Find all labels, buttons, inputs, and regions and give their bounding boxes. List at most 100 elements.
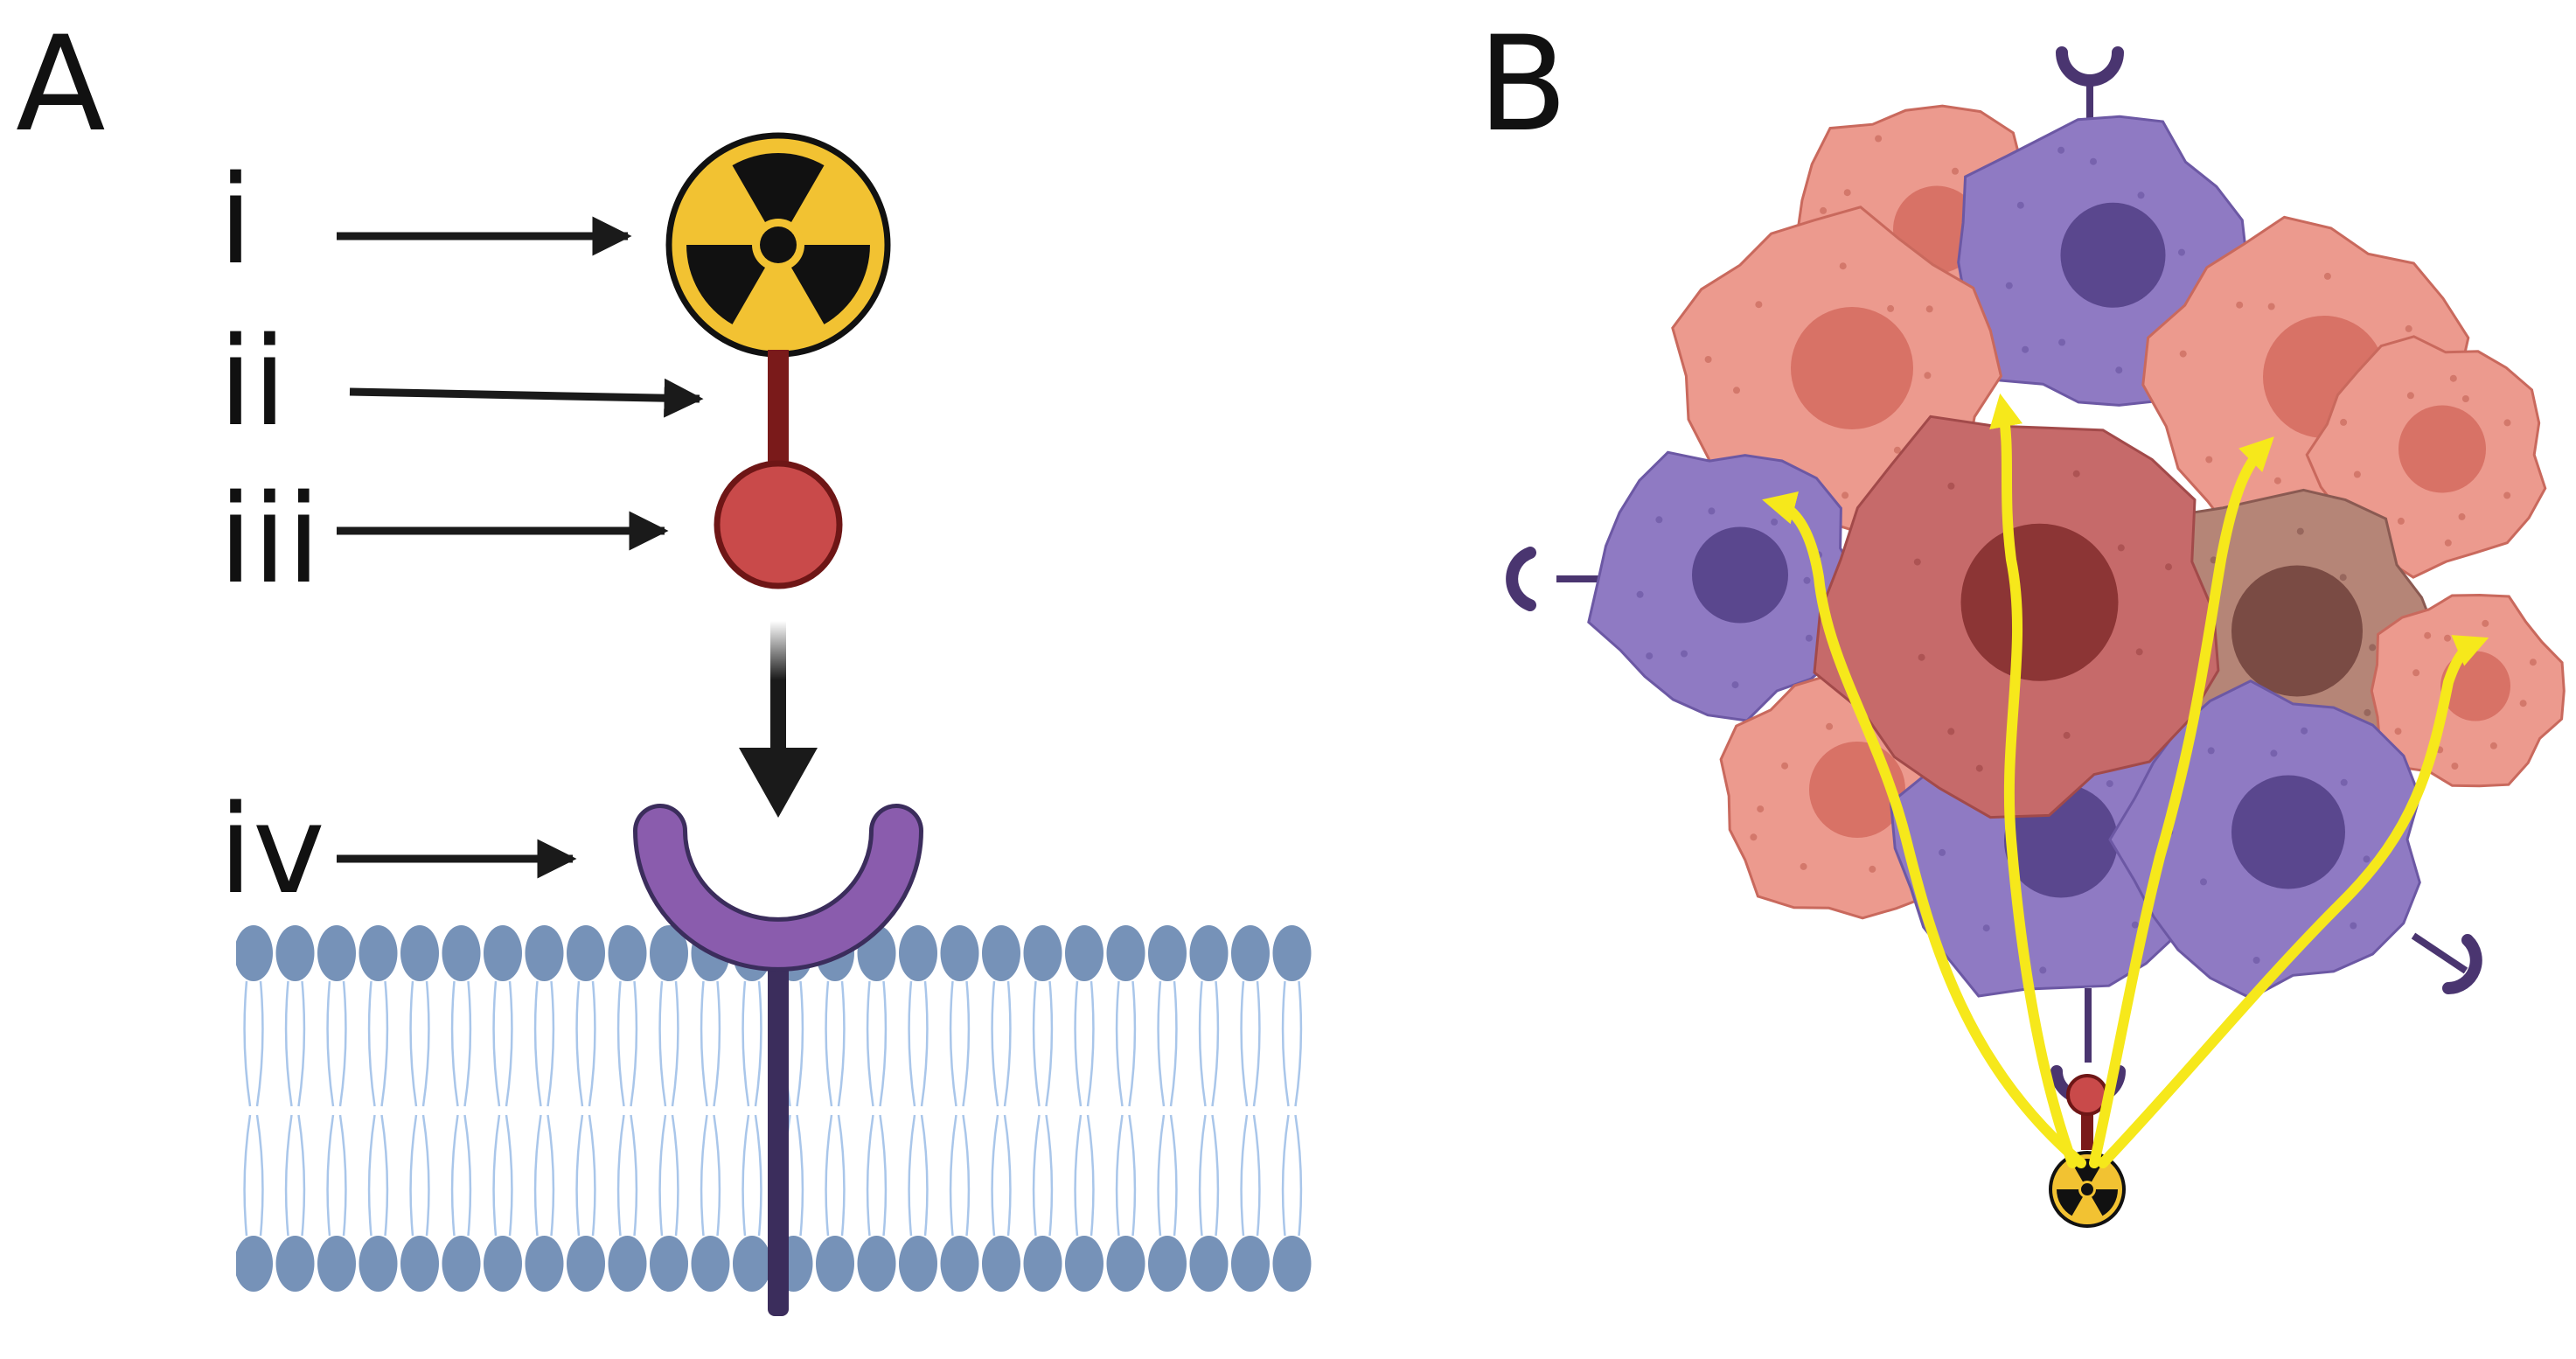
lipid-tail [825, 1114, 833, 1237]
lipid-head [608, 925, 647, 981]
lipid-tail [297, 1114, 306, 1237]
lipid-tail [1003, 980, 1012, 1107]
lipid-head [442, 1236, 481, 1292]
lipid-tail [754, 980, 762, 1107]
cell-speckle [1826, 722, 1834, 730]
lipid-head [359, 1236, 398, 1292]
cell-speckle [1708, 507, 1716, 515]
lipid-head [1023, 1236, 1062, 1292]
lipid-tail [1074, 980, 1083, 1107]
lipid-tail [1252, 1114, 1261, 1237]
cell-speckle [1839, 262, 1847, 270]
lipid-head [899, 1236, 937, 1292]
radiation-path-3 [2089, 436, 2274, 1168]
cell-speckle [2503, 491, 2511, 499]
cell-speckle [1681, 650, 1688, 658]
cell-speckle [2406, 392, 2414, 400]
lipid-tail [1211, 1114, 1220, 1237]
lipid-tail [1281, 980, 1290, 1107]
cell-speckle [1982, 924, 1990, 932]
cell-speckle [1913, 558, 1921, 566]
lipid-tail [1169, 980, 1178, 1107]
lipid-head [1148, 925, 1187, 981]
lipid-head [982, 1236, 1020, 1292]
lipid-tail [879, 1114, 888, 1237]
lipid-tail [243, 1114, 252, 1237]
lipid-head [1065, 925, 1104, 981]
lipid-tail [421, 980, 430, 1107]
lipid-tail [879, 980, 888, 1107]
lipid-head [1189, 1236, 1229, 1292]
lipid-tail [700, 980, 708, 1107]
lipid-tail [409, 980, 418, 1107]
lipid-tail [505, 1114, 513, 1237]
cell-speckle [2503, 419, 2511, 427]
cell-speckle [2412, 669, 2420, 677]
cell-speckle [1947, 482, 1955, 490]
cell-speckle [1841, 491, 1849, 499]
lipid-tail [1074, 1114, 1083, 1237]
lipid-head [400, 925, 439, 981]
lipid-tail [1198, 1114, 1207, 1237]
cell-speckle [1755, 301, 1763, 309]
lipid-tail [380, 980, 389, 1107]
cell-speckle [2301, 727, 2308, 735]
cell-speckle [1636, 590, 1644, 598]
lipid-tail [533, 980, 542, 1107]
cell-speckle [1704, 356, 1712, 363]
cell-speckle [2178, 248, 2185, 256]
lipid-head [1065, 1236, 1104, 1292]
radiation-paths [1762, 393, 2489, 1168]
lipid-tail [1198, 980, 1207, 1107]
cell-speckle [1655, 516, 1663, 524]
lipid-head [1231, 925, 1270, 981]
lipid-head [525, 1236, 564, 1292]
lipid-tail [1128, 1114, 1137, 1237]
cell-speckle [1733, 387, 1740, 394]
lipid-tail [866, 1114, 874, 1237]
lipid-tail [1211, 980, 1220, 1107]
lipid-head [899, 925, 937, 981]
lipid-head [733, 1236, 771, 1292]
cell-speckle [2273, 477, 2281, 484]
cell-speckle [2016, 201, 2024, 209]
lipid-tail [1157, 1114, 1166, 1237]
cell-speckle [2449, 374, 2457, 382]
lipid-tail [380, 1114, 389, 1237]
cell-speckle [2252, 957, 2260, 964]
cell-speckle [2451, 763, 2459, 770]
lipid-head [567, 1236, 605, 1292]
lipid-head [317, 1236, 356, 1292]
cell-speckle [2057, 146, 2065, 154]
panel-a: A i ii iii iv [16, 9, 1312, 1316]
lipid-head [982, 925, 1020, 981]
lipid-tail [754, 1114, 762, 1237]
lipid-tail [991, 1114, 999, 1237]
lipid-tail [533, 1114, 542, 1237]
lipid-tail [700, 1114, 708, 1237]
lipid-tail [367, 1114, 376, 1237]
lipid-head [484, 925, 522, 981]
lipid-tail [796, 980, 804, 1107]
lipid-tail [1003, 1114, 1012, 1237]
lipid-tail [1252, 980, 1261, 1107]
cell-speckle [2270, 749, 2278, 757]
lipid-tail [825, 980, 833, 1107]
cell-speckle [2339, 574, 2347, 582]
lipid-tail [450, 980, 459, 1107]
cell-speckle [1893, 446, 1901, 454]
lipid-head [940, 925, 979, 981]
cell-speckle [1750, 833, 1758, 841]
lipid-tail [1240, 1114, 1249, 1237]
cell-speckle [2363, 855, 2371, 863]
tumor-cell-cluster [1587, 104, 2566, 1000]
lipid-tail [575, 980, 584, 1107]
lipid-tail [658, 980, 667, 1107]
lipid-tail [1294, 980, 1303, 1107]
cell-speckle [2529, 659, 2537, 666]
cell-speckle [1731, 681, 1739, 689]
cell-speckle [1925, 305, 1933, 313]
cell-speckle [1781, 762, 1789, 770]
cell-speckle [2179, 350, 2187, 358]
